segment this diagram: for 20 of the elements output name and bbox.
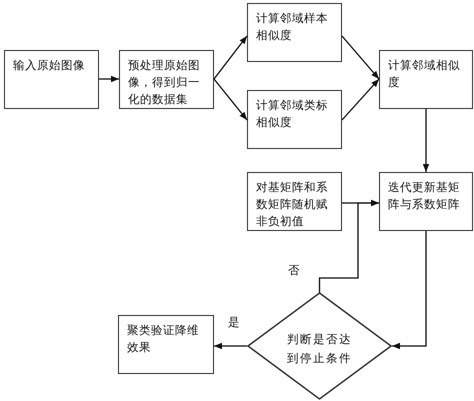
arrow xyxy=(392,231,427,350)
process-box: 计算邻域类标相似度 xyxy=(247,90,342,149)
arrow xyxy=(99,76,119,82)
arrow xyxy=(342,78,380,120)
arrow xyxy=(342,36,380,80)
edge-label: 是 xyxy=(226,314,242,330)
decision-text: 判断是否达到停止条件 xyxy=(286,331,353,367)
edge-label: 否 xyxy=(286,262,302,278)
arrow xyxy=(214,342,247,350)
arrow xyxy=(318,200,379,293)
process-box: 输入原始图像 xyxy=(4,50,99,109)
process-box: 计算邻域相似度 xyxy=(379,50,473,109)
process-box: 迭代更新基矩阵与系数矩阵 xyxy=(379,172,473,231)
process-box: 预处理原始图像，得到归一化的数据集 xyxy=(119,50,214,109)
arrow xyxy=(213,36,248,80)
process-box: 对基矩阵和系数矩阵随机赋非负初值 xyxy=(247,172,342,231)
arrow xyxy=(422,109,430,172)
process-box: 计算邻域样本相似度 xyxy=(247,3,342,62)
process-box: 聚类验证降维效果 xyxy=(118,315,214,374)
arrow xyxy=(214,78,248,120)
